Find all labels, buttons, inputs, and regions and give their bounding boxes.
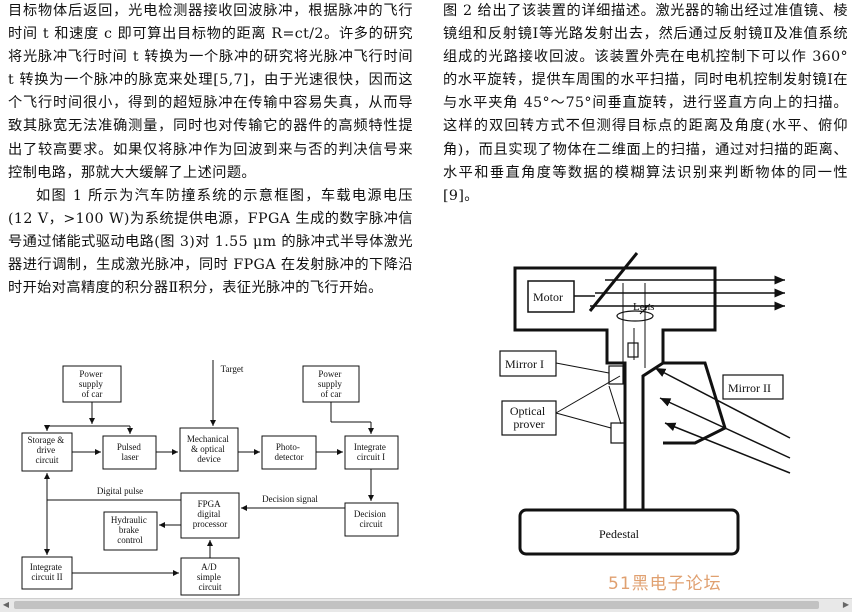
fpga-label: FPGA digital processor (193, 499, 228, 529)
block-diagram-figure: Power supply of car Power supply of car … (21, 360, 399, 596)
left-paragraph-2: 如图 1 所示为汽车防撞系统的示意框图，车载电源电压(12 V，>100 W)为… (8, 187, 413, 297)
optical-prover-label-box (501, 400, 557, 436)
decision-signal-label: Decision signal (262, 494, 318, 504)
left-paragraph-1: 目标物体后返回，光电检测器接收回波脉冲，根据脉冲的飞行时间 t 和速度 c 即可… (8, 3, 413, 181)
mirror-1-label: Mirror I (505, 357, 544, 371)
storage-drive-label: Storage & drive circuit (28, 435, 67, 465)
scroll-thumb[interactable] (14, 601, 819, 609)
motor-label: Motor (533, 290, 563, 304)
mech-optical-label: Mechanical & optical device (187, 434, 231, 464)
photo-detector-label: Photo- detector (275, 442, 304, 462)
right-text-column: 图 2 给出了该装置的详细描述。激光器的输出经过准值镜、棱镜组和反射镜Ⅰ等光路发… (443, 0, 848, 208)
target-label: Target (221, 364, 244, 374)
integrate-2-label: Integrate circuit II (30, 562, 64, 582)
right-paragraph-1: 图 2 给出了该装置的详细描述。激光器的输出经过准值镜、棱镜组和反射镜Ⅰ等光路发… (443, 3, 848, 204)
lens-shape (616, 310, 654, 322)
digital-pulse-label: Digital pulse (97, 486, 143, 496)
scroll-right-icon[interactable]: ▶ (842, 600, 850, 609)
watermark-text: 51黑电子论坛 (608, 574, 722, 594)
pulsed-laser-label: Pulsed laser (117, 442, 143, 462)
housing-outline (513, 266, 717, 512)
horizontal-scrollbar[interactable]: ◀ ▶ (0, 598, 852, 612)
mirror-2-label-box (722, 374, 784, 400)
device-diagram-figure: Motor Lens Mirror I Mirror II Optical pr… (499, 252, 791, 556)
mirror-2-label: Mirror II (728, 381, 771, 395)
decision-circuit-box (344, 502, 399, 537)
pedestal-label: Pedestal (599, 527, 640, 541)
ad-label: A/D simple circuit (197, 562, 223, 592)
power-supply-1-label: Power supply of car (79, 369, 105, 399)
hydraulic-box (103, 511, 158, 551)
mirror-1-shape (588, 252, 639, 312)
power-supply-2-label: Power supply of car (318, 369, 344, 399)
decision-circuit-label: Decision circuit (354, 509, 388, 529)
fpga-box (180, 492, 240, 539)
optical-prover-label: Optical prover (510, 404, 548, 431)
integrate-1-label: Integrate circuit I (354, 442, 388, 462)
lens-label: Lens (633, 301, 654, 313)
hydraulic-label: Hydraulic brake control (111, 515, 149, 545)
mech-optical-box (179, 427, 239, 472)
left-text-column: 目标物体后返回，光电检测器接收回波脉冲，根据脉冲的飞行时间 t 和速度 c 即可… (8, 0, 413, 300)
pedestal-box (518, 508, 740, 556)
scroll-left-icon[interactable]: ◀ (2, 600, 10, 609)
